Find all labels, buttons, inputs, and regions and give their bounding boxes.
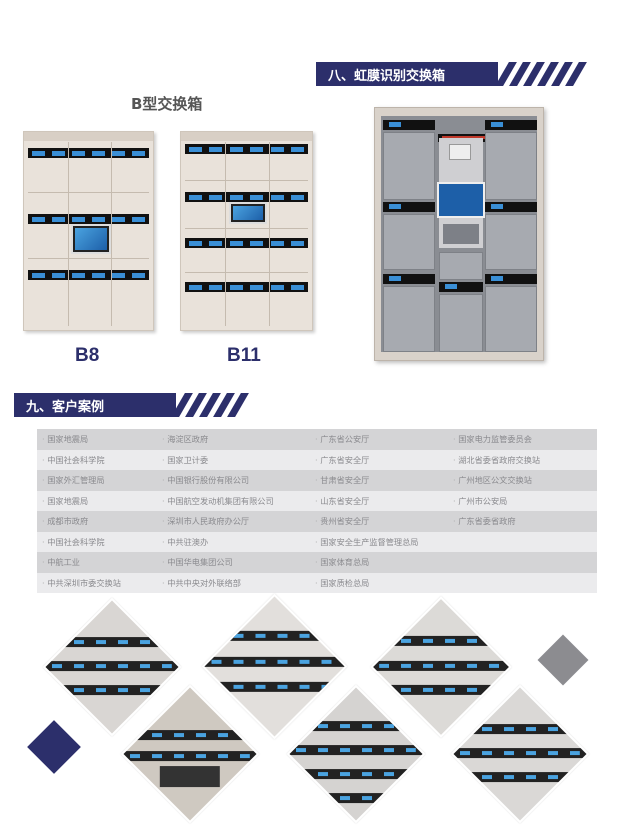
banner-9-stripes bbox=[170, 393, 260, 417]
banner-8-stripes bbox=[495, 62, 588, 86]
client-name: 国家卫计委 bbox=[157, 454, 310, 466]
client-name: 贵州省安全厅 bbox=[310, 515, 448, 527]
client-name: 国家外汇管理局 bbox=[37, 474, 157, 486]
client-name: 中共驻澳办 bbox=[157, 536, 310, 548]
client-name: 深圳市人民政府办公厅 bbox=[157, 515, 310, 527]
client-name: 中国华电集团公司 bbox=[157, 556, 310, 568]
client-table: 国家地震局海淀区政府广东省公安厅国家电力监管委员会中国社会科学院国家卫计委广东省… bbox=[37, 429, 597, 593]
client-name: 广东省安全厅 bbox=[310, 454, 448, 466]
client-name: 国家电力监管委员会 bbox=[448, 433, 597, 445]
b11-touchscreen bbox=[229, 202, 267, 224]
iris-exchange-cabinet bbox=[374, 107, 544, 361]
client-row: 国家地震局海淀区政府广东省公安厅国家电力监管委员会 bbox=[37, 429, 597, 450]
client-row: 国家地震局中国航空发动机集团有限公司山东省安全厅广州市公安局 bbox=[37, 490, 597, 511]
client-name: 国家体育总局 bbox=[310, 556, 448, 568]
b8-touchscreen bbox=[71, 224, 111, 254]
client-name: 海淀区政府 bbox=[157, 433, 310, 445]
iris-scanner-panel bbox=[437, 138, 485, 248]
client-name: 中国社会科学院 bbox=[37, 536, 157, 548]
client-name: 国家地震局 bbox=[37, 433, 157, 445]
b8-label: B8 bbox=[75, 345, 100, 366]
client-name: 成都市政府 bbox=[37, 515, 157, 527]
client-row: 成都市政府深圳市人民政府办公厅贵州省安全厅广东省委省政府 bbox=[37, 511, 597, 532]
client-name: 国家地震局 bbox=[37, 495, 157, 507]
gray-diamond-decoration bbox=[537, 634, 589, 686]
navy-diamond-decoration bbox=[27, 720, 81, 774]
b11-cabinet bbox=[180, 131, 313, 331]
client-name: 中国航空发动机集团有限公司 bbox=[157, 495, 310, 507]
client-row: 国家外汇管理局中国银行股份有限公司甘肃省安全厅广州地区公文交换站 bbox=[37, 470, 597, 491]
client-name: 湖北省委省政府交换站 bbox=[448, 454, 597, 466]
client-name: 中国社会科学院 bbox=[37, 454, 157, 466]
client-name: 甘肃省安全厅 bbox=[310, 474, 448, 486]
client-name: 中国银行股份有限公司 bbox=[157, 474, 310, 486]
client-row: 中国社会科学院国家卫计委广东省安全厅湖北省委省政府交换站 bbox=[37, 449, 597, 470]
b11-label: B11 bbox=[227, 345, 261, 366]
client-row: 中航工业中国华电集团公司国家体育总局 bbox=[37, 552, 597, 573]
client-row: 中国社会科学院中共驻澳办国家安全生产监督管理总局 bbox=[37, 531, 597, 552]
client-name: 中共中央对外联络部 bbox=[157, 577, 310, 589]
client-name: 广东省公安厅 bbox=[310, 433, 448, 445]
client-name: 国家质检总局 bbox=[310, 577, 448, 589]
section-9-title: 九、客户案例 bbox=[26, 399, 105, 415]
section-9-banner: 九、客户案例 bbox=[14, 393, 176, 417]
client-name: 山东省安全厅 bbox=[310, 495, 448, 507]
client-name: 中航工业 bbox=[37, 556, 157, 568]
client-name: 广州市公安局 bbox=[448, 495, 597, 507]
b8-cabinet bbox=[23, 131, 154, 331]
section-8-title: 八、虹膜识别交换箱 bbox=[328, 68, 446, 84]
b-type-title: B型交换箱 bbox=[131, 95, 203, 113]
client-name: 国家安全生产监督管理总局 bbox=[310, 536, 448, 548]
client-name: 广州地区公文交换站 bbox=[448, 474, 597, 486]
client-name: 中共深圳市委交换站 bbox=[37, 577, 157, 589]
client-row: 中共深圳市委交换站中共中央对外联络部国家质检总局 bbox=[37, 572, 597, 593]
client-name: 广东省委省政府 bbox=[448, 515, 597, 527]
